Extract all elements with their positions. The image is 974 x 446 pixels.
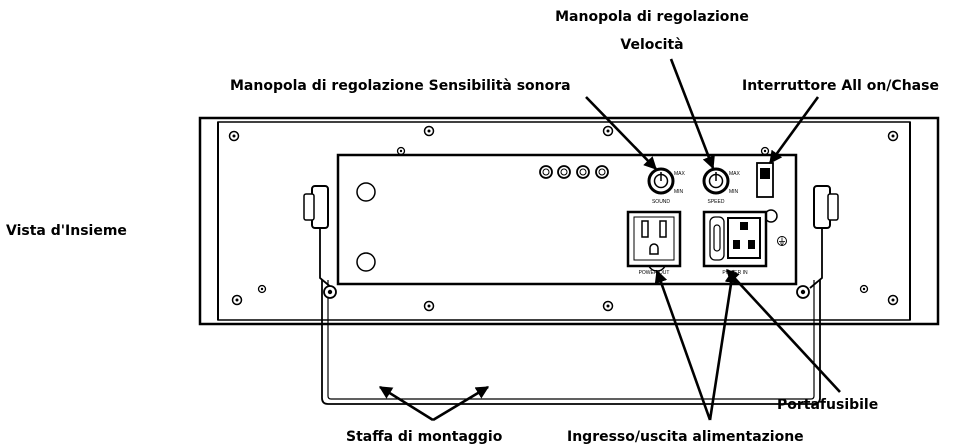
power-out-label: POWER OUT	[639, 270, 670, 276]
arrow-fuse-holder	[726, 269, 841, 393]
sound-knob-max: MAX	[674, 171, 686, 177]
sound-knob-min: MIN	[674, 189, 684, 195]
speed-knob[interactable]	[702, 167, 730, 195]
speed-knob-label: SPEED	[708, 199, 725, 205]
screw	[602, 125, 614, 137]
label-sound-knob: Manopola di regolazione Sensibilità sono…	[230, 78, 571, 94]
screw	[760, 146, 770, 156]
arrow-speed-knob	[669, 58, 715, 170]
arrow-power-in	[708, 269, 738, 421]
screw	[423, 300, 435, 312]
screw	[228, 130, 240, 142]
label-speed-knob-line2: Velocità	[620, 37, 683, 53]
mounting-bracket	[303, 185, 839, 405]
label-bracket: Staffa di montaggio	[346, 429, 503, 445]
label-switch: Interruttore All on/Chase	[742, 78, 939, 94]
led-indicators	[539, 165, 609, 179]
label-fuse-holder: Portafusibile	[777, 397, 878, 413]
sound-sensitivity-knob[interactable]	[647, 167, 675, 195]
screw	[602, 300, 614, 312]
fuse-holder[interactable]	[713, 224, 721, 252]
arrow-power-out	[654, 269, 712, 421]
housing-screws	[228, 125, 899, 312]
label-overview: Vista d'Insieme	[6, 223, 127, 239]
screw	[859, 284, 869, 294]
arrow-sound-knob	[585, 96, 657, 170]
screw	[887, 294, 899, 306]
led-indicator	[539, 165, 553, 179]
led-indicator	[576, 165, 590, 179]
callout-arrows	[378, 58, 841, 422]
led-indicator	[595, 165, 609, 179]
label-speed-knob-line1: Manopola di regolazione	[555, 9, 749, 25]
arrow-bracket-right	[432, 385, 490, 422]
label-power-io: Ingresso/uscita alimentazione	[567, 429, 804, 445]
sound-knob-label: SOUND	[652, 199, 670, 205]
power-in-socket	[702, 210, 768, 268]
speed-knob-max: MAX	[729, 171, 741, 177]
screw	[887, 130, 899, 142]
bracket-bolt-right	[796, 285, 810, 299]
led-indicator	[557, 165, 571, 179]
ground-icon	[777, 236, 787, 246]
screw	[231, 294, 243, 306]
all-on-chase-switch[interactable]	[756, 162, 774, 198]
screw	[396, 146, 406, 156]
screw	[423, 125, 435, 137]
power-out-socket	[626, 210, 682, 268]
screw	[257, 284, 267, 294]
bracket-bolt-left	[323, 285, 337, 299]
arrow-switch	[768, 96, 820, 165]
speed-knob-min: MIN	[729, 189, 739, 195]
arrow-bracket-left	[378, 385, 434, 422]
